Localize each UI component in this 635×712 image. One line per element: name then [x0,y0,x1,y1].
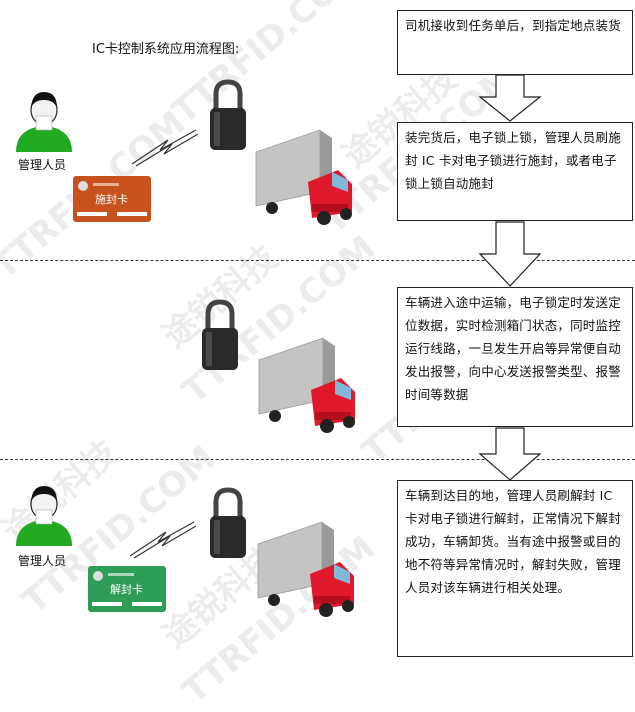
person-label: 管理人员 [18,554,67,568]
down-arrow-icon [478,427,542,481]
step-text-1: 司机接收到任务单后，到指定地点装货 [405,18,621,33]
section-divider [0,459,635,460]
step-text-4: 车辆到达目的地，管理人员刷解封 IC 卡对电子锁进行解封，正常情况下解封成功，车… [405,488,621,595]
down-arrow-icon [478,221,542,287]
manager-person-icon [16,486,72,546]
truck-icon [257,521,354,617]
electronic-lock-icon [202,299,238,370]
watermark: TTRFID.COM [164,0,374,132]
truck-icon [255,129,352,225]
electronic-lock-icon [210,487,246,558]
unseal-card-label: 解封卡 [110,582,143,596]
step-text-3: 车辆进入途中运输，电子锁定时发送定位数据，实时检测箱门状态，同时监控运行线路，一… [405,295,621,402]
step-box-3: 车辆进入途中运输，电子锁定时发送定位数据，实时检测箱门状态，同时监控运行线路，一… [397,287,633,427]
seal-card-label: 施封卡 [95,192,128,206]
manager-person-icon [16,92,72,152]
section-divider [0,260,635,261]
step-box-4: 车辆到达目的地，管理人员刷解封 IC 卡对电子锁进行解封，正常情况下解封成功，车… [397,480,633,657]
step-text-2: 装完货后，电子锁上锁，管理人员刷施封 IC 卡对电子锁进行施封，或者电子锁上锁自… [405,130,621,191]
truck-icon [258,337,355,433]
step-box-2: 装完货后，电子锁上锁，管理人员刷施封 IC 卡对电子锁进行施封，或者电子锁上锁自… [397,122,633,221]
wireless-signal-icon [131,129,199,167]
electronic-lock-icon [210,79,246,150]
diagram-title: IC卡控制系统应用流程图: [92,42,240,57]
step-box-1: 司机接收到任务单后，到指定地点装货 [397,10,633,75]
person-label: 管理人员 [18,158,67,172]
wireless-signal-icon [129,521,197,559]
seal-card-icon: 施封卡 [73,176,151,222]
down-arrow-icon [478,74,542,122]
unseal-card-icon: 解封卡 [88,566,166,612]
